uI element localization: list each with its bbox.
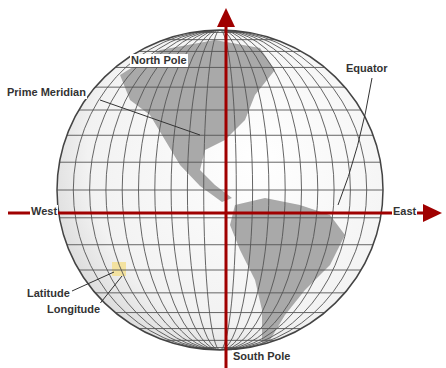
parallel-line [164, 39, 275, 40]
parallel-line [57, 190, 383, 191]
direction-label: East [392, 205, 417, 218]
parallel-line [164, 340, 275, 341]
arrowhead [217, 8, 235, 27]
leader-line [338, 78, 372, 205]
parallel-line [192, 32, 249, 33]
callout-label: Prime Meridian [6, 86, 87, 99]
axis-line [225, 24, 228, 368]
leader-line [100, 100, 200, 135]
parallel-line [192, 347, 249, 348]
parallel-line [115, 312, 325, 313]
axis-line [8, 212, 426, 215]
parallel-line [139, 328, 302, 329]
arrowhead [423, 204, 442, 222]
parallel-line [59, 217, 380, 218]
pole-label: North Pole [130, 54, 188, 67]
parallel-line [95, 87, 345, 88]
north-america [120, 40, 275, 202]
parallel-line [67, 135, 373, 136]
leader-line [98, 276, 122, 306]
direction-label: West [30, 205, 58, 218]
parallel-line [59, 162, 380, 163]
parallel-line [79, 110, 361, 111]
pole-label: South Pole [232, 350, 291, 363]
parallel-line [67, 244, 373, 245]
leader-line [72, 272, 114, 291]
globe-sphere [57, 30, 383, 350]
parallel-line [79, 270, 361, 271]
callout-label: Longitude [46, 303, 101, 316]
parallel-line [115, 67, 325, 68]
grid-lines [57, 30, 383, 350]
callout-label: Latitude [26, 287, 71, 300]
parallel-line [139, 51, 302, 52]
callout-label: Equator [345, 62, 389, 75]
globe-outline [57, 30, 383, 350]
parallel-line [95, 292, 345, 293]
